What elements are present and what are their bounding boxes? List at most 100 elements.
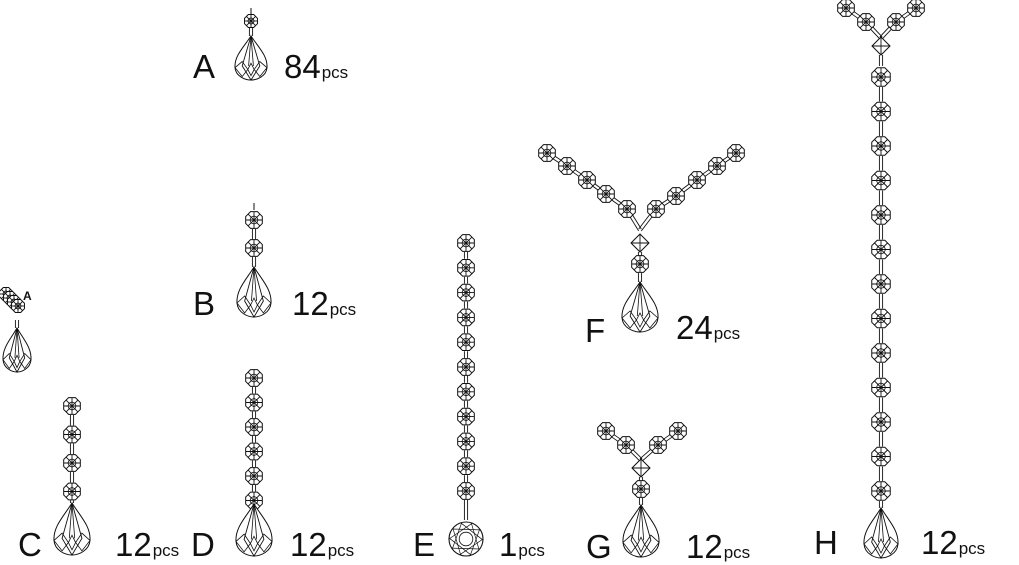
strand-connector	[463, 252, 469, 259]
label-f-qty: 24pcs	[676, 311, 740, 344]
strand-connector	[878, 432, 884, 447]
label-e-letter: E	[413, 526, 436, 563]
strand-connector	[248, 28, 254, 36]
octagon-bead-icon	[618, 200, 636, 218]
strand-connector	[251, 411, 257, 418]
bead-layer	[0, 0, 925, 559]
octagon-bead-icon	[871, 481, 891, 501]
strand-connector	[463, 351, 469, 358]
strand-connector	[878, 328, 884, 343]
label-a-qty: 84pcs	[284, 50, 348, 83]
octagon-bead-icon	[871, 274, 891, 294]
octagon-bead-icon	[457, 258, 475, 277]
octagon-bead-icon	[558, 157, 576, 175]
octagon-bead-icon	[457, 333, 475, 352]
label-h-count: 12	[921, 524, 958, 561]
fragment-label: A	[23, 289, 32, 303]
label-d-letter: D	[191, 526, 215, 563]
strand-connector	[463, 425, 469, 433]
almond-drop-icon	[621, 280, 659, 333]
label-g-unit: pcs	[723, 543, 751, 562]
octagon-bead-icon	[669, 422, 687, 440]
label-g-letter: G	[586, 528, 612, 565]
strand-connector	[878, 225, 884, 240]
octagon-bead-icon	[871, 308, 891, 329]
label-b-letter: B	[193, 285, 216, 322]
strand-connector	[463, 326, 469, 334]
label-h-letter: H	[814, 524, 838, 561]
strand-connector	[878, 501, 884, 508]
strand-connector	[463, 376, 469, 383]
strand-connector	[878, 121, 884, 136]
octagon-bead-icon	[631, 255, 649, 273]
strand-connector	[878, 156, 884, 171]
strand-connector	[878, 294, 884, 309]
octagon-bead-icon	[63, 397, 81, 415]
octagon-bead-icon	[871, 343, 891, 363]
octagon-bead-icon	[871, 67, 891, 87]
strand-connector	[463, 450, 469, 458]
label-g-qty: 12pcs	[686, 530, 750, 563]
octagon-bead-icon	[871, 136, 891, 156]
almond-drop-icon	[622, 503, 660, 558]
strand-connector	[69, 443, 75, 454]
label-h-unit: pcs	[958, 539, 986, 558]
octagon-bead-icon	[597, 185, 615, 203]
strand-connector	[878, 190, 884, 205]
label-g-count: 12	[686, 528, 723, 565]
octagon-bead-icon	[871, 446, 891, 467]
strand-connector	[251, 460, 257, 467]
octagon-bead-icon	[667, 187, 685, 205]
octagon-bead-icon	[727, 144, 745, 162]
octagon-bead-icon	[457, 234, 475, 252]
octagon-bead-icon	[63, 454, 81, 472]
octagon-bead-icon	[457, 308, 475, 327]
octagon-bead-icon	[457, 382, 475, 401]
octagon-bead-icon	[245, 211, 263, 229]
strand-connector	[878, 363, 884, 378]
octagon-bead-icon	[245, 239, 263, 257]
strand-connector	[463, 475, 469, 482]
strand-connector	[251, 229, 257, 239]
strand-connector	[463, 276, 469, 284]
octagon-bead-icon	[245, 369, 263, 387]
almond-drop-icon	[234, 34, 268, 81]
octagon-bead-icon	[632, 480, 650, 498]
octagon-bead-icon	[245, 393, 263, 412]
label-c-unit: pcs	[152, 541, 180, 560]
label-c-count: 12	[115, 526, 152, 563]
almond-drop-icon	[235, 502, 273, 557]
almond-drop-icon	[2, 326, 32, 373]
strand-connector	[638, 498, 644, 505]
octagon-bead-icon	[647, 200, 665, 218]
label-d-qty: 12pcs	[290, 528, 354, 561]
label-d-unit: pcs	[327, 541, 355, 560]
octagon-bead-icon	[245, 442, 263, 461]
octagon-bead-icon	[245, 418, 263, 436]
diamond-bead-icon	[630, 233, 650, 253]
label-b-count: 12	[292, 285, 329, 322]
strand-connector	[637, 273, 643, 282]
label-a-unit: pcs	[321, 63, 349, 82]
octagon-bead-icon	[688, 171, 706, 189]
label-f-letter: F	[585, 312, 606, 349]
faceted-ball-icon	[448, 521, 484, 557]
label-a-count: 84	[284, 48, 321, 85]
octagon-bead-icon	[837, 0, 855, 17]
octagon-bead-icon	[63, 482, 81, 501]
label-c-qty: 12pcs	[115, 528, 179, 561]
label-b-qty: 12pcs	[292, 287, 356, 320]
label-c-letter: C	[18, 526, 42, 563]
octagon-bead-icon	[457, 407, 475, 426]
diamond-bead-icon	[631, 458, 651, 478]
label-b-unit: pcs	[329, 300, 357, 319]
octagon-bead-icon	[907, 0, 925, 17]
strand-connector	[463, 500, 469, 520]
octagon-bead-icon	[871, 101, 891, 122]
octagon-bead-icon	[597, 422, 615, 440]
label-e-count: 1	[499, 526, 518, 563]
strand-connector	[251, 485, 257, 492]
octagon-bead-icon	[63, 425, 81, 444]
octagon-bead-icon	[617, 436, 635, 454]
